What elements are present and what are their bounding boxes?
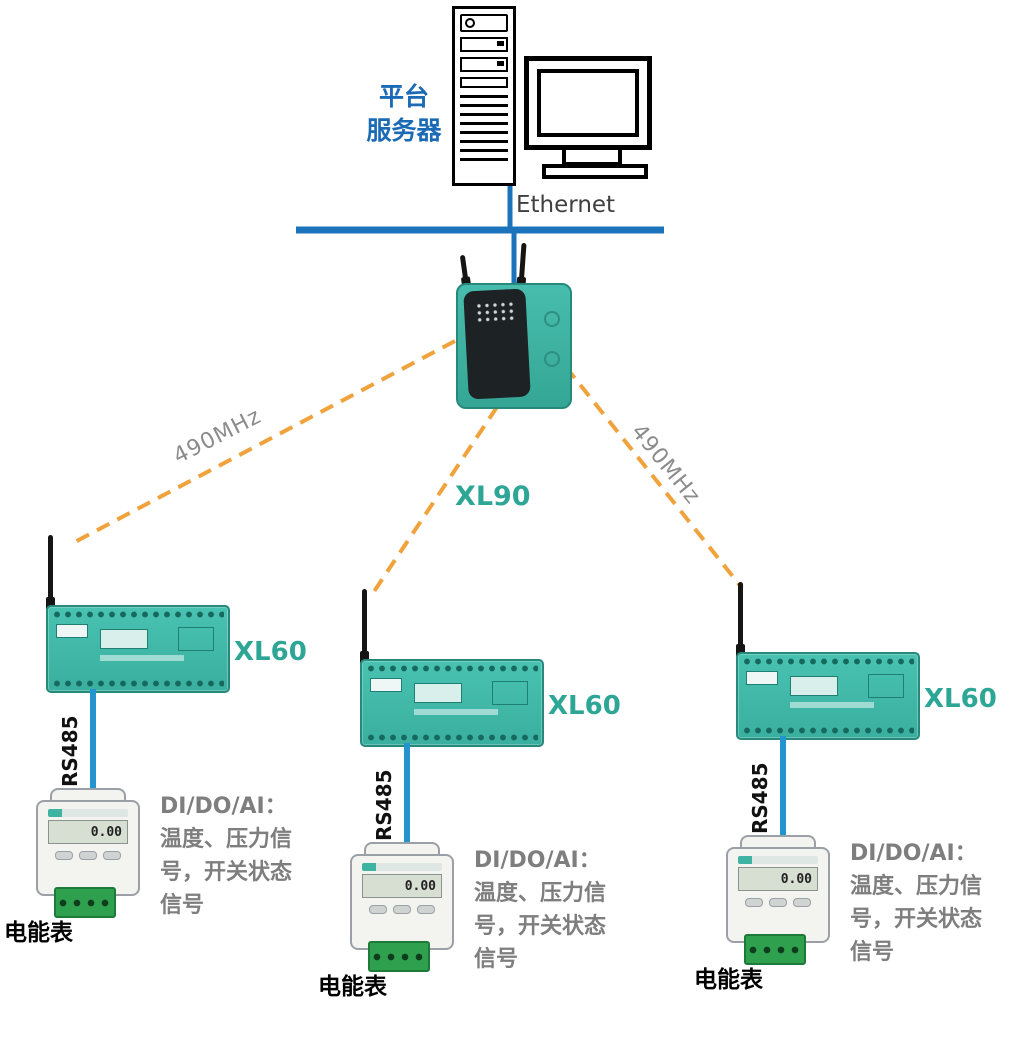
power-led — [465, 18, 475, 28]
xl60-label: XL60 — [234, 637, 307, 667]
meter-body: 0.00 — [350, 854, 454, 950]
meter-button — [79, 851, 97, 860]
tower-drive-bay — [460, 57, 508, 72]
meter-buttons — [728, 898, 828, 907]
meter-button — [369, 905, 387, 914]
monitor-screen — [537, 69, 639, 137]
gateway-device — [456, 283, 572, 409]
meter-brand-strip — [48, 809, 128, 817]
xl60-device — [736, 652, 920, 740]
rs485-line — [780, 736, 786, 838]
meter-label: 电能表 — [318, 974, 387, 1000]
wiring-layer — [72, 184, 744, 598]
tower-drive-bay — [460, 37, 508, 52]
tower-slot — [460, 77, 508, 88]
xl60-label-plate — [56, 624, 88, 638]
xl60-terminals-bottom — [52, 678, 224, 689]
xl60-terminals-bottom — [742, 725, 914, 736]
gateway-label: XL90 — [455, 481, 531, 512]
ethernet-label: Ethernet — [516, 192, 616, 218]
meter-button — [417, 905, 435, 914]
meter-brand-strip — [362, 863, 442, 871]
server-label: 平台 服务器 — [366, 82, 442, 145]
field-node: XL60 RS485 0.00 电能表 DI/DO/AI： 温度、压力信 号，开… — [694, 582, 1024, 1052]
meter-buttons — [38, 851, 138, 860]
rs485-line — [90, 689, 96, 791]
field-node: XL60 RS485 0.00 电能表 DI/DO/AI： 温度、压力信 号，开… — [318, 589, 702, 1059]
xl60-trim — [100, 655, 184, 661]
xl60-label: XL60 — [924, 684, 997, 714]
meter-button — [55, 851, 73, 860]
xl60-terminals-top — [742, 656, 914, 667]
rs485-label: RS485 — [58, 715, 82, 787]
gateway-knockout — [544, 311, 560, 327]
signals-text: DI/DO/AI： 温度、压力信 号，开关状态 信号 — [850, 841, 983, 965]
xl60-port — [178, 627, 214, 651]
energy-meter: 0.00 — [350, 842, 454, 972]
xl60-label-plate — [370, 678, 402, 692]
meter-brand-strip — [738, 856, 818, 864]
xl60-terminals-top — [366, 663, 538, 674]
xl60-port — [492, 681, 528, 705]
meter-lcd: 0.00 — [738, 867, 818, 891]
rs485-label: RS485 — [372, 769, 396, 841]
meter-terminal-block — [368, 941, 430, 972]
xl60-device — [360, 659, 544, 747]
xl60-device — [46, 605, 230, 693]
meter-buttons — [352, 905, 452, 914]
gateway-led-grid — [475, 300, 517, 324]
xl60-trim — [790, 702, 874, 708]
server-tower — [452, 6, 516, 186]
rs485-line — [404, 743, 410, 845]
meter-terminal-block — [54, 887, 116, 918]
meter-label: 电能表 — [694, 967, 763, 993]
xl60-display — [414, 683, 462, 703]
meter-button — [769, 898, 787, 907]
meter-button — [103, 851, 121, 860]
meter-label: 电能表 — [4, 920, 73, 946]
energy-meter: 0.00 — [726, 835, 830, 965]
meter-body: 0.00 — [36, 800, 140, 896]
xl60-terminals-bottom — [366, 732, 538, 743]
monitor-base — [542, 164, 648, 179]
signals-text: DI/DO/AI： 温度、压力信 号，开关状态 信号 — [474, 848, 607, 972]
xl60-display — [100, 629, 148, 649]
xl60-label-plate — [746, 671, 778, 685]
signals-text: DI/DO/AI： 温度、压力信 号，开关状态 信号 — [160, 794, 293, 918]
xl60-terminals-top — [52, 609, 224, 620]
drive-eject-button — [497, 61, 504, 66]
gateway-knockout — [544, 351, 560, 367]
xl60-antenna — [360, 589, 369, 664]
field-node: XL60 RS485 0.00 电能表 DI/DO/AI： 温度、压力信 号，开… — [4, 535, 388, 1005]
meter-body: 0.00 — [726, 847, 830, 943]
meter-terminal-block — [744, 934, 806, 965]
xl60-label: XL60 — [548, 691, 621, 721]
tower-grille — [460, 95, 508, 161]
xl60-antenna — [736, 582, 745, 657]
meter-lcd: 0.00 — [48, 820, 128, 844]
meter-button — [793, 898, 811, 907]
xl60-antenna — [46, 535, 55, 610]
xl60-display — [790, 676, 838, 696]
meter-lcd: 0.00 — [362, 874, 442, 898]
meter-button — [393, 905, 411, 914]
rs485-label: RS485 — [748, 762, 772, 834]
xl60-port — [868, 674, 904, 698]
monitor — [524, 56, 652, 150]
gateway-front-panel — [463, 288, 531, 400]
energy-meter: 0.00 — [36, 788, 140, 918]
wireless-link-right — [564, 365, 744, 590]
wireless-link-left — [72, 339, 456, 545]
wireless-link-middle — [369, 405, 499, 598]
xl60-trim — [414, 709, 498, 715]
tower-power-panel — [460, 14, 508, 32]
drive-eject-button — [497, 41, 504, 46]
meter-button — [745, 898, 763, 907]
